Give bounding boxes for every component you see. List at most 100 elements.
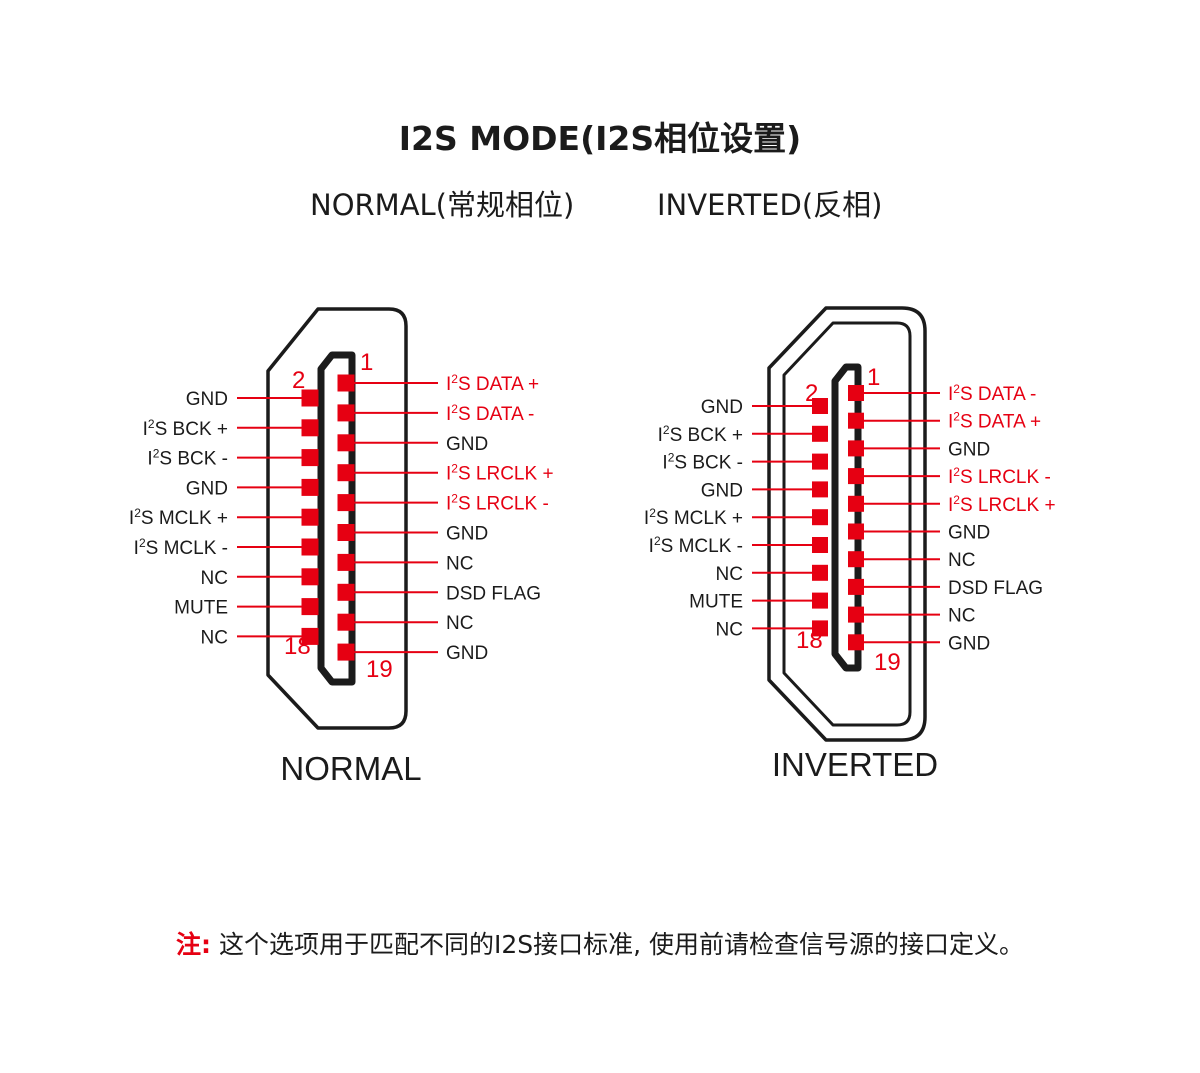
normal-right-label-10: GND bbox=[446, 643, 488, 664]
normal-pin-17 bbox=[337, 613, 355, 631]
inverted-pin-10 bbox=[812, 509, 828, 526]
inverted-connector-slot bbox=[831, 363, 862, 672]
normal-pin-19 bbox=[337, 643, 355, 661]
inverted-labels: GND I2S BCK + I2S BCK - GND I2S MCLK + I2S MC… bbox=[644, 364, 1056, 783]
normal-left-label-2: I2S BCK + bbox=[143, 417, 228, 440]
inverted-right-label-5: I2S LRCLK + bbox=[948, 493, 1056, 516]
normal-pin-7 bbox=[337, 464, 355, 482]
inverted-left-label-9: NC bbox=[716, 619, 743, 640]
normal-left-label-6: I2S MCLK - bbox=[134, 536, 228, 559]
normal-pin-15 bbox=[337, 583, 355, 601]
normal-left-label-3: I2S BCK - bbox=[147, 447, 228, 470]
inverted-right-label-8: DSD FLAG bbox=[948, 578, 1043, 599]
normal-pin-18 bbox=[301, 627, 319, 645]
inverted-pin-number-18: 18 bbox=[796, 627, 823, 654]
inverted-pin-number-1: 1 bbox=[867, 364, 880, 391]
inverted-left-label-2: I2S BCK + bbox=[658, 423, 743, 446]
inverted-pin-13 bbox=[848, 551, 864, 568]
inverted-connector-inner-shell bbox=[782, 321, 912, 727]
normal-right-label-1: I2S DATA + bbox=[446, 372, 539, 395]
normal-left-label-4: GND bbox=[186, 478, 228, 499]
normal-pin-number-18: 18 bbox=[284, 633, 311, 660]
normal-pin-3 bbox=[337, 404, 355, 422]
normal-connector-shell bbox=[266, 307, 408, 730]
inverted-pin-3 bbox=[848, 412, 864, 429]
normal-right-label-6: GND bbox=[446, 524, 488, 545]
inverted-pin-11 bbox=[848, 523, 864, 540]
normal-right-label-4: I2S LRCLK + bbox=[446, 462, 554, 485]
inverted-right-label-7: NC bbox=[948, 550, 975, 571]
normal-caption: NORMAL bbox=[280, 750, 421, 787]
inverted-left-label-5: I2S MCLK + bbox=[644, 506, 743, 529]
inverted-pin-6 bbox=[812, 453, 828, 470]
normal-pin-14 bbox=[301, 568, 319, 586]
inverted-left-label-6: I2S MCLK - bbox=[649, 534, 743, 557]
inverted-right-label-3: GND bbox=[948, 439, 990, 460]
normal-pin-5 bbox=[337, 434, 355, 452]
normal-pin-16 bbox=[301, 598, 319, 616]
inverted-pin-number-19: 19 bbox=[874, 649, 901, 676]
inverted-connector-outer-shell bbox=[767, 306, 927, 742]
normal-right-label-2: I2S DATA - bbox=[446, 402, 534, 425]
inverted-pin-5 bbox=[848, 440, 864, 457]
inverted-right-label-1: I2S DATA - bbox=[948, 382, 1036, 405]
normal-right-label-9: NC bbox=[446, 613, 473, 634]
normal-pin-13 bbox=[337, 553, 355, 571]
inverted-pin-14 bbox=[812, 564, 828, 581]
footer-note: 注: 这个选项用于匹配不同的I2S接口标准, 使用前请检查信号源的接口定义。 bbox=[0, 925, 1200, 961]
subtitle-normal: NORMAL(常规相位) bbox=[310, 188, 575, 222]
inverted-left-label-7: NC bbox=[716, 564, 743, 585]
inverted-pin-18 bbox=[812, 620, 828, 637]
normal-pin-4 bbox=[301, 419, 319, 437]
inverted-pin-7 bbox=[848, 468, 864, 485]
inverted-left-label-8: MUTE bbox=[689, 592, 743, 613]
note-label: 注: bbox=[176, 930, 211, 959]
inverted-pin-8 bbox=[812, 481, 828, 498]
normal-left-label-5: I2S MCLK + bbox=[129, 506, 228, 529]
normal-labels: GND I2S BCK + I2S BCK - GND I2S MCLK + I2S MC… bbox=[129, 349, 554, 787]
normal-right-label-3: GND bbox=[446, 434, 488, 455]
normal-pin-number-1: 1 bbox=[360, 349, 373, 376]
inverted-pins bbox=[752, 385, 940, 651]
inverted-caption: INVERTED bbox=[772, 746, 938, 783]
inverted-pin-1 bbox=[848, 385, 864, 401]
inverted-pin-19 bbox=[848, 634, 864, 651]
page-title: I2S MODE(I2S相位设置) bbox=[398, 119, 802, 158]
normal-pin-12 bbox=[301, 538, 319, 556]
inverted-right-label-10: GND bbox=[948, 633, 990, 654]
normal-right-label-7: NC bbox=[446, 553, 473, 574]
normal-pin-2 bbox=[301, 389, 319, 407]
normal-left-label-7: NC bbox=[201, 568, 228, 589]
normal-left-label-9: NC bbox=[201, 627, 228, 648]
inverted-pin-number-2: 2 bbox=[805, 380, 818, 407]
normal-left-label-1: GND bbox=[186, 389, 228, 410]
normal-pin-10 bbox=[301, 508, 319, 526]
inverted-pin-17 bbox=[848, 606, 864, 623]
normal-pin-number-19: 19 bbox=[366, 656, 393, 683]
note-text: 这个选项用于匹配不同的I2S接口标准, 使用前请检查信号源的接口定义。 bbox=[211, 930, 1024, 959]
normal-pin-1 bbox=[337, 374, 355, 392]
normal-right-label-8: DSD FLAG bbox=[446, 583, 541, 604]
normal-left-label-8: MUTE bbox=[174, 598, 228, 619]
normal-right-label-5: I2S LRCLK - bbox=[446, 492, 549, 515]
inverted-pin-12 bbox=[812, 537, 828, 553]
inverted-right-label-4: I2S LRCLK - bbox=[948, 465, 1051, 488]
normal-pin-8 bbox=[301, 478, 319, 496]
inverted-left-label-1: GND bbox=[701, 397, 743, 418]
normal-pin-9 bbox=[337, 494, 355, 512]
normal-pin-11 bbox=[337, 524, 355, 541]
normal-pins bbox=[237, 374, 438, 661]
normal-pin-number-2: 2 bbox=[292, 367, 305, 394]
subtitle-inverted: INVERTED(反相) bbox=[657, 188, 883, 222]
inverted-pin-16 bbox=[812, 592, 828, 609]
inverted-pin-4 bbox=[812, 425, 828, 442]
inverted-left-label-4: GND bbox=[701, 480, 743, 501]
inverted-right-label-6: GND bbox=[948, 523, 990, 544]
inverted-pin-2 bbox=[812, 398, 828, 414]
inverted-left-label-3: I2S BCK - bbox=[662, 451, 743, 474]
inverted-right-label-2: I2S DATA + bbox=[948, 410, 1041, 433]
inverted-right-label-9: NC bbox=[948, 606, 975, 627]
normal-pin-6 bbox=[301, 449, 319, 467]
inverted-pin-15 bbox=[848, 578, 864, 595]
